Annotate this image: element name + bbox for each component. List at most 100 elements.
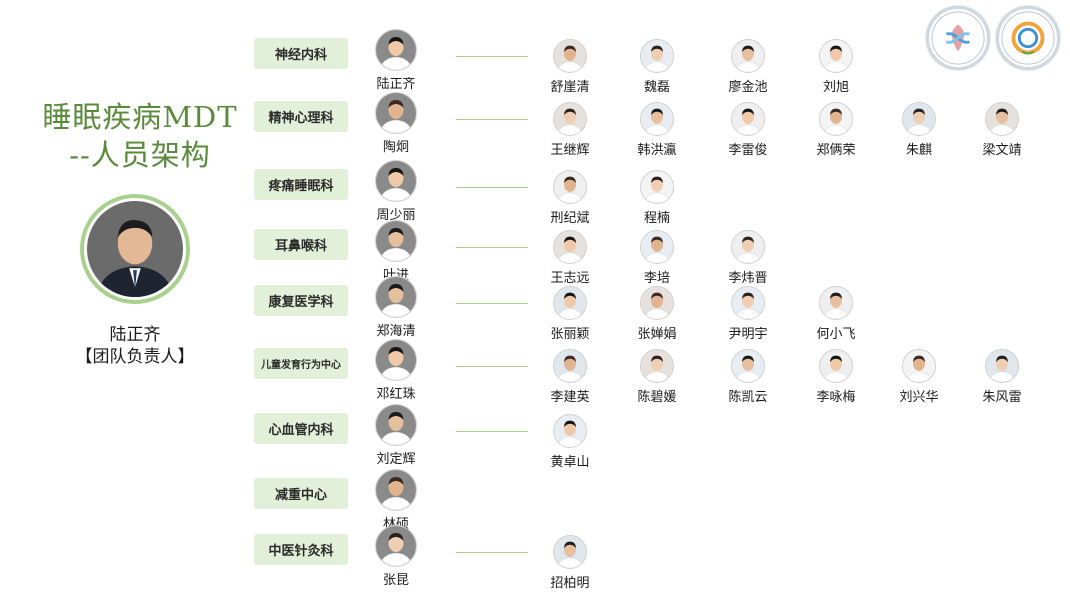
leader-portrait-icon bbox=[87, 201, 183, 297]
member-avatar-icon bbox=[553, 102, 587, 136]
member-name: 张丽颖 bbox=[550, 327, 590, 342]
team-member: 廖金池 bbox=[710, 39, 786, 95]
team-member: 刘兴华 bbox=[881, 349, 957, 405]
team-member: 王继辉 bbox=[532, 102, 608, 158]
department-label: 疼痛睡眠科 bbox=[254, 169, 348, 200]
leader-role: 【团队负责人】 bbox=[75, 347, 195, 367]
team-member: 张丽颖 bbox=[532, 286, 608, 342]
member-avatar-icon bbox=[731, 230, 765, 264]
department-head: 邓红珠 bbox=[356, 339, 436, 402]
head-avatar-icon bbox=[375, 469, 417, 511]
member-avatar-icon bbox=[640, 170, 674, 204]
member-avatar-icon bbox=[985, 349, 1019, 383]
member-avatar-icon bbox=[553, 414, 587, 448]
hospital-logo-icon bbox=[926, 6, 990, 70]
head-avatar-icon bbox=[375, 276, 417, 318]
department-head: 张昆 bbox=[356, 525, 436, 588]
member-name: 李炜晋 bbox=[728, 271, 768, 286]
member-name: 陈碧媛 bbox=[637, 390, 677, 405]
member-name: 程楠 bbox=[643, 211, 670, 226]
member-avatar-icon bbox=[553, 39, 587, 73]
member-name: 郑俩荣 bbox=[816, 143, 856, 158]
department-label: 中医针灸科 bbox=[254, 534, 348, 565]
member-name: 陈凯云 bbox=[728, 390, 768, 405]
team-member: 梁文靖 bbox=[964, 102, 1040, 158]
team-member: 招柏明 bbox=[532, 535, 608, 591]
member-avatar-icon bbox=[985, 102, 1019, 136]
member-avatar-icon bbox=[640, 286, 674, 320]
member-avatar-icon bbox=[902, 102, 936, 136]
head-avatar-icon bbox=[375, 160, 417, 202]
member-name: 王志远 bbox=[550, 271, 590, 286]
member-name: 王继辉 bbox=[550, 143, 590, 158]
member-name: 舒崖清 bbox=[550, 80, 590, 95]
department-head: 陆正齐 bbox=[356, 29, 436, 92]
page-title: 睡眠疾病MDT --人员架构 bbox=[40, 98, 240, 174]
member-name: 廖金池 bbox=[728, 80, 768, 95]
member-avatar-icon bbox=[819, 39, 853, 73]
member-avatar-icon bbox=[553, 535, 587, 569]
member-name: 李雷俊 bbox=[728, 143, 768, 158]
head-avatar-icon bbox=[375, 339, 417, 381]
team-member: 王志远 bbox=[532, 230, 608, 286]
member-avatar-icon bbox=[553, 349, 587, 383]
head-avatar-icon bbox=[375, 404, 417, 446]
member-name: 刘兴华 bbox=[899, 390, 939, 405]
member-name: 刑纪斌 bbox=[550, 211, 590, 226]
department-head: 刘定辉 bbox=[356, 404, 436, 467]
member-name: 梁文靖 bbox=[982, 143, 1022, 158]
department-head: 林硕 bbox=[356, 469, 436, 532]
team-member: 朱麒 bbox=[881, 102, 957, 158]
member-name: 魏磊 bbox=[643, 80, 670, 95]
member-avatar-icon bbox=[640, 102, 674, 136]
member-avatar-icon bbox=[553, 286, 587, 320]
member-name: 何小飞 bbox=[816, 327, 856, 342]
member-avatar-icon bbox=[553, 230, 587, 264]
member-name: 刘旭 bbox=[822, 80, 849, 95]
member-avatar-icon bbox=[731, 349, 765, 383]
head-name: 周少丽 bbox=[376, 208, 416, 223]
member-name: 李咏梅 bbox=[816, 390, 856, 405]
member-avatar-icon bbox=[640, 349, 674, 383]
team-member: 韩洪瀛 bbox=[619, 102, 695, 158]
head-avatar-icon bbox=[375, 92, 417, 134]
title-line-2: --人员架构 bbox=[69, 138, 211, 172]
member-avatar-icon bbox=[731, 286, 765, 320]
head-name: 陆正齐 bbox=[376, 77, 416, 92]
team-member: 陈凯云 bbox=[710, 349, 786, 405]
team-member: 李培 bbox=[619, 230, 695, 286]
department-label: 减重中心 bbox=[254, 478, 348, 509]
team-member: 刘旭 bbox=[798, 39, 874, 95]
team-member: 李咏梅 bbox=[798, 349, 874, 405]
leader-name: 陆正齐 bbox=[109, 325, 161, 345]
leader-photo bbox=[80, 194, 190, 304]
member-avatar-icon bbox=[819, 349, 853, 383]
member-name: 韩洪瀛 bbox=[637, 143, 677, 158]
head-avatar-icon bbox=[375, 29, 417, 71]
head-avatar-icon bbox=[375, 525, 417, 567]
team-member: 黄卓山 bbox=[532, 414, 608, 470]
member-avatar-icon bbox=[819, 102, 853, 136]
member-name: 张婵娟 bbox=[637, 327, 677, 342]
department-label: 心血管内科 bbox=[254, 413, 348, 444]
head-name: 张昆 bbox=[382, 573, 409, 588]
member-avatar-icon bbox=[731, 102, 765, 136]
member-avatar-icon bbox=[819, 286, 853, 320]
department-label: 神经内科 bbox=[254, 38, 348, 69]
department-label: 耳鼻喉科 bbox=[254, 229, 348, 260]
team-member: 郑俩荣 bbox=[798, 102, 874, 158]
member-name: 朱麒 bbox=[905, 143, 932, 158]
member-avatar-icon bbox=[640, 230, 674, 264]
team-member: 陈碧媛 bbox=[619, 349, 695, 405]
department-head: 陶炯 bbox=[356, 92, 436, 155]
connector-line bbox=[456, 366, 528, 367]
connector-line bbox=[456, 431, 528, 432]
member-avatar-icon bbox=[731, 39, 765, 73]
team-member: 尹明宇 bbox=[710, 286, 786, 342]
connector-line bbox=[456, 552, 528, 553]
member-name: 招柏明 bbox=[550, 576, 590, 591]
leader-block: 陆正齐 【团队负责人】 bbox=[40, 324, 230, 368]
head-name: 陶炯 bbox=[382, 140, 409, 155]
sleep-center-logo-icon bbox=[996, 6, 1060, 70]
member-name: 黄卓山 bbox=[550, 455, 590, 470]
